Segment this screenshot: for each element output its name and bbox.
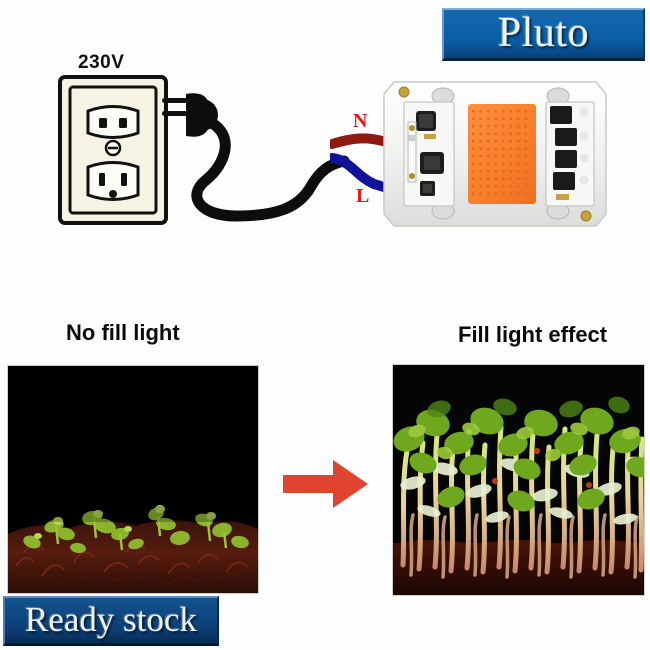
caption-no-fill-light: No fill light [66,320,180,345]
caption-fill-light-effect: Fill light effect [458,322,608,347]
sprouts-no-fill-light-photo [7,365,259,594]
power-plug-and-cable-icon [158,88,368,228]
ready-stock-banner: Ready stock [3,596,219,646]
sprouts-fill-light-photo [392,364,645,596]
pluto-banner-label: Pluto [497,9,590,56]
ready-stock-banner-label: Ready stock [24,600,198,639]
pluto-brand-banner: Pluto [442,8,645,61]
voltage-label: 230V [78,52,125,73]
right-arrow-icon [283,458,368,510]
wall-outlet-icon [58,75,168,225]
wire-label-live: L [356,185,370,207]
led-cob-chip-icon [380,78,610,230]
wire-label-neutral: N [353,110,368,132]
